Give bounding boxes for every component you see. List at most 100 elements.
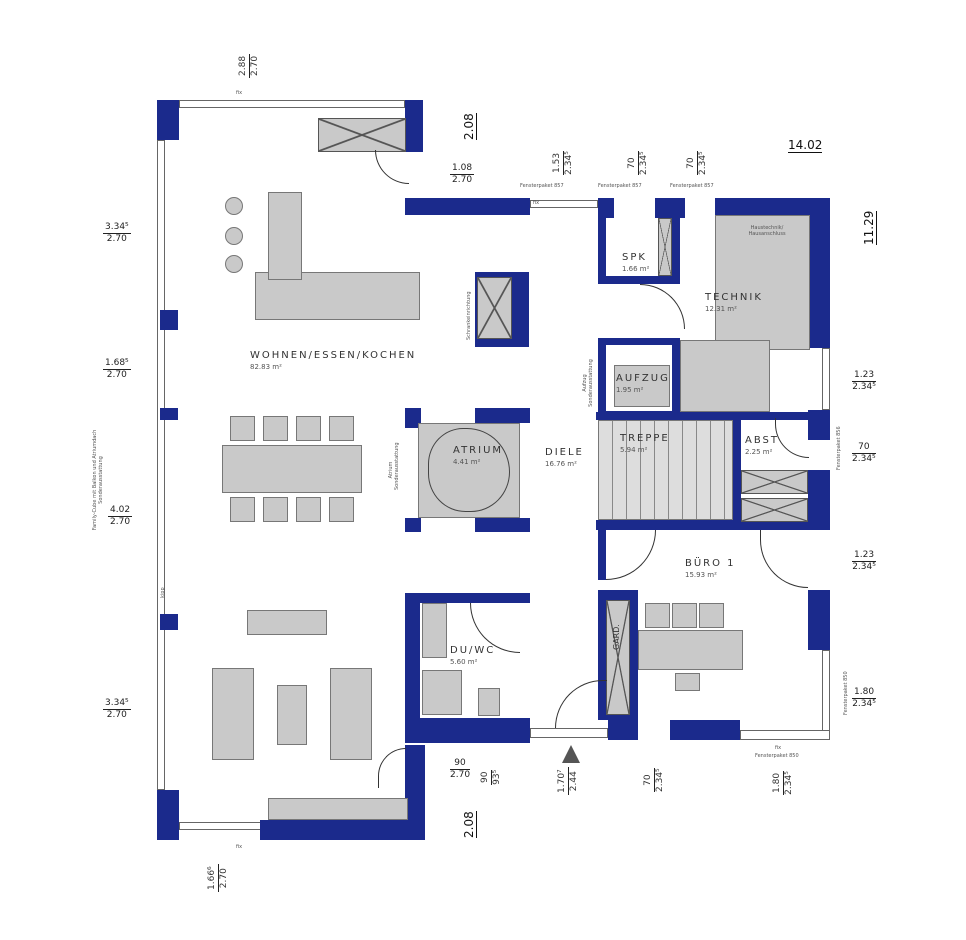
- cabinet: [741, 498, 808, 522]
- label-aufzug-sonder: Aufzug Sonderausstattung: [582, 359, 594, 407]
- dim-width: 3.34⁵: [103, 222, 131, 234]
- dim-height: 2.34⁵: [564, 151, 574, 175]
- wall: [810, 198, 830, 348]
- room-area: 5.94 m²: [620, 446, 648, 454]
- room-name: ABST: [745, 435, 779, 446]
- wall: [475, 518, 530, 532]
- technik-counter: [715, 215, 810, 350]
- wall: [405, 593, 420, 743]
- door-swing: [555, 680, 607, 728]
- toilet: [478, 688, 500, 716]
- wall: [405, 198, 530, 215]
- dim-width: 1.70⁷: [557, 767, 569, 795]
- label-fensterpaket-856: Fensterpaket 856: [836, 426, 842, 470]
- tv-sideboard: [247, 610, 327, 635]
- elevator-cabin: [614, 365, 670, 407]
- wall: [596, 520, 810, 530]
- dim-height: 2.34⁵: [639, 151, 649, 175]
- dim-width: 1.53: [552, 150, 564, 175]
- wall: [157, 790, 179, 840]
- wall: [598, 198, 614, 218]
- label-family-cube: Family-Cube mit Balkon und Atriumdach So…: [92, 429, 104, 531]
- dim-width: 70: [643, 768, 655, 792]
- wall: [405, 518, 421, 532]
- window-bottom-left: [179, 822, 269, 830]
- room-area: 15.93 m²: [685, 571, 717, 579]
- wall: [715, 198, 830, 215]
- wall: [598, 276, 680, 284]
- room-name: DU/WC: [450, 645, 496, 656]
- dim-width: 90: [480, 769, 492, 785]
- stairs: [598, 420, 733, 520]
- window-right-1: [822, 348, 830, 410]
- tree-icon: [428, 428, 510, 512]
- dim-width: 4.02: [108, 505, 133, 517]
- dim-width: 3.34⁵: [103, 698, 131, 710]
- room-name: TECHNIK: [705, 292, 763, 303]
- room-name: BÜRO 1: [685, 558, 736, 569]
- bar-stool: [225, 227, 243, 245]
- label-fensterpaket-850: Fensterpaket 850: [755, 753, 799, 759]
- window-top-left: [179, 100, 405, 108]
- label-fix: fix: [533, 200, 540, 206]
- wall: [672, 218, 680, 284]
- bar-stool: [225, 255, 243, 273]
- dim-width: 1.66⁶: [207, 864, 219, 892]
- kitchen-island: [255, 272, 420, 320]
- dim-height: 2.44: [569, 771, 579, 792]
- door-swing: [760, 530, 808, 588]
- dimension-step-bottom: 2.08: [462, 811, 477, 838]
- dim-width: 70: [686, 151, 698, 175]
- cabinet: [741, 470, 808, 494]
- room-name: AUFZUG: [616, 373, 670, 384]
- wall: [160, 408, 178, 420]
- room-area: 4.41 m²: [453, 458, 481, 466]
- chair: [230, 416, 255, 441]
- wall: [405, 100, 423, 152]
- dimension-step-top: 2.08: [462, 113, 477, 140]
- lowboard: [268, 798, 408, 820]
- sink: [422, 603, 447, 658]
- dim-height: 2.70: [250, 55, 260, 76]
- dim-height: 2.34⁵: [852, 454, 876, 464]
- wall: [808, 410, 830, 440]
- chair: [263, 416, 288, 441]
- dim-width: 1.80: [772, 770, 784, 795]
- wall: [598, 218, 606, 284]
- wall: [160, 310, 178, 330]
- wall: [670, 720, 740, 740]
- entrance-door: [530, 728, 608, 738]
- kitchen-counter: [268, 192, 302, 280]
- wall: [475, 408, 530, 423]
- room-area: 16.76 m²: [545, 460, 577, 468]
- dim-height: 2.70: [106, 370, 127, 380]
- dimension-depth: 11.29: [862, 210, 877, 245]
- label-atrium-sonder: Atrium Sonderausstattung: [388, 442, 400, 490]
- dim-height: 2.70: [452, 175, 473, 185]
- dim-height: 2.70: [110, 517, 131, 527]
- door-swing: [640, 284, 685, 329]
- technik-unit: [680, 340, 770, 412]
- label-fensterpaket-850: Fensterpaket 850: [843, 671, 849, 715]
- dim-height: 2.34⁵: [698, 151, 708, 175]
- kitchen-cabinets: [318, 118, 406, 152]
- label-fix: fix: [775, 745, 782, 751]
- wall: [596, 412, 810, 420]
- dim-height: 2.34⁵: [784, 771, 794, 795]
- room-area: 1.66 m²: [622, 265, 650, 273]
